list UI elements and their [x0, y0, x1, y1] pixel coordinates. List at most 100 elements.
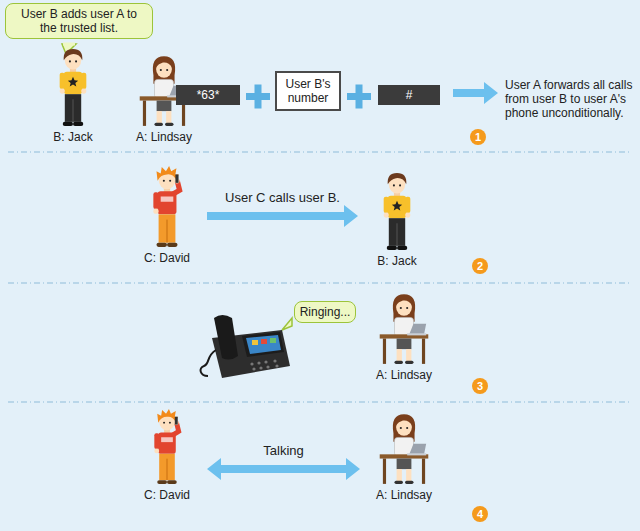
callout-number: 4	[472, 506, 488, 522]
figure-part	[387, 246, 397, 250]
figure-part	[81, 89, 86, 94]
figure-part	[400, 307, 402, 309]
figure-part	[400, 427, 402, 429]
flow-arrow	[207, 205, 358, 227]
figure-part	[154, 448, 159, 453]
figure-part	[396, 296, 413, 306]
figure-part	[399, 184, 401, 186]
figure-part	[405, 481, 413, 484]
figure-part	[174, 182, 179, 194]
figure-part	[60, 89, 65, 94]
figure-part	[143, 101, 146, 126]
person-figure: C: David	[133, 165, 201, 265]
figure-part	[366, 290, 442, 366]
figure-part	[157, 166, 179, 181]
figure-part	[161, 437, 173, 442]
callout-number: 3	[472, 378, 488, 394]
figure-part	[166, 220, 167, 243]
figure-part	[405, 213, 410, 218]
callout-bubble: User B adds user A to the trusted list.	[5, 3, 153, 39]
figure-part	[395, 481, 403, 484]
figure-part	[157, 111, 162, 124]
figure-part	[252, 340, 258, 345]
figure-part	[157, 480, 167, 484]
figure-part	[166, 69, 168, 71]
person-figure: B: Jack	[40, 46, 106, 144]
box-text: Ringing...	[300, 305, 351, 319]
figure-part	[266, 365, 269, 368]
figure-part	[69, 60, 71, 62]
figure-part	[156, 58, 173, 68]
figure-part	[366, 410, 442, 486]
figure-part	[64, 72, 82, 95]
figure-part	[8, 152, 632, 402]
person-name: A: Lindsay	[376, 368, 432, 382]
figure-part	[169, 422, 171, 424]
figure-part	[392, 201, 402, 211]
figure-part	[397, 246, 407, 250]
key-box: *63*	[176, 85, 240, 105]
figure-part	[153, 192, 158, 209]
figure-part	[405, 361, 413, 364]
person-illustration	[40, 46, 106, 128]
figure-part	[384, 213, 389, 218]
figure-part	[175, 417, 178, 425]
figure-part	[397, 459, 412, 470]
figure-part	[250, 362, 253, 365]
callout-number: 1	[470, 129, 486, 145]
figure-part	[133, 165, 201, 249]
figure-part	[167, 480, 177, 484]
figure-part	[201, 315, 290, 378]
number-box: User B's number	[275, 71, 341, 111]
figure-part	[383, 339, 386, 364]
box-text: #	[406, 88, 413, 102]
figure-part	[252, 367, 255, 370]
figure-part	[388, 173, 407, 184]
figure-part	[166, 111, 171, 124]
figure-part	[68, 77, 78, 87]
callout-number: 2	[472, 258, 488, 274]
figure-part	[163, 422, 165, 424]
figure-part	[264, 360, 267, 363]
figure-part	[133, 408, 201, 486]
figure-part	[65, 94, 81, 122]
figure-part	[72, 99, 73, 122]
figure-part	[356, 85, 363, 109]
figure-part	[155, 123, 163, 126]
figure-part	[250, 359, 278, 370]
figure-part	[159, 454, 175, 480]
figure-part	[157, 101, 172, 112]
key-box: #	[378, 85, 440, 105]
figure-part	[175, 174, 178, 182]
figure-part	[407, 453, 426, 455]
figure-part	[273, 359, 276, 362]
person-figure: C: David	[133, 408, 201, 502]
figure-part	[166, 459, 168, 480]
box-text: User B's number	[280, 77, 336, 105]
figure-part	[406, 469, 411, 482]
figure-part	[73, 122, 83, 126]
box-text: *63*	[197, 88, 220, 102]
figure-part	[364, 170, 430, 252]
figure-part	[63, 122, 73, 126]
flow-arrow	[207, 458, 360, 480]
figure-part	[163, 180, 165, 182]
figure-part	[405, 197, 410, 213]
figure-part	[409, 324, 426, 335]
figure-part	[406, 427, 408, 429]
figure-part	[389, 218, 405, 246]
figure-part	[255, 85, 262, 109]
person-name: C: David	[144, 488, 190, 502]
figure-part	[397, 349, 402, 362]
figure-part	[396, 416, 413, 426]
person-figure: B: Jack	[364, 170, 430, 268]
person-illustration	[133, 165, 201, 249]
person-name: B: Jack	[377, 254, 416, 268]
figure-part	[174, 424, 179, 435]
figure-part	[246, 335, 281, 354]
person-name: A: Lindsay	[136, 130, 192, 144]
figure-part	[384, 197, 389, 213]
person-illustration	[133, 408, 201, 486]
note-text: User A forwards all calls from user B to…	[505, 78, 633, 120]
